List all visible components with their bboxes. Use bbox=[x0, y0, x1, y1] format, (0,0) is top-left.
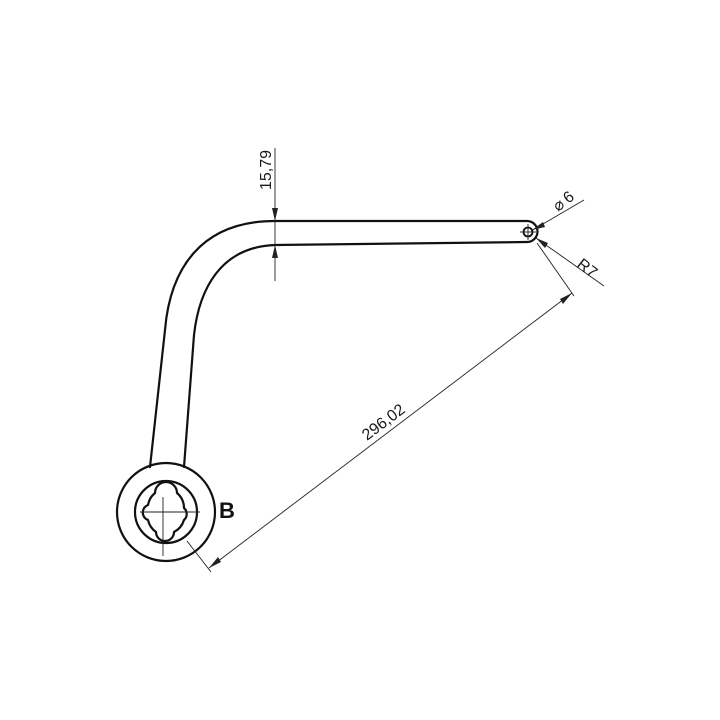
tip-radius-value: R7 bbox=[574, 256, 601, 282]
hole-diameter-dimension: ⌀ 6 bbox=[530, 188, 585, 232]
tip-radius-dimension: R7 bbox=[535, 237, 605, 287]
thickness-arrow-top bbox=[272, 208, 278, 221]
tip-radius-leader bbox=[535, 237, 605, 287]
tip-radius-arrow bbox=[536, 238, 548, 248]
hole-diameter-arrow bbox=[532, 222, 545, 230]
thickness-arrow-bottom bbox=[272, 245, 278, 258]
ring-outer-circle bbox=[115, 461, 217, 563]
detail-label-b: B bbox=[219, 498, 235, 523]
lever-rounded-tip bbox=[525, 219, 539, 244]
thickness-dimension: 15,79 bbox=[258, 148, 278, 281]
length-arrow-ring bbox=[209, 557, 221, 568]
lever-part bbox=[148, 219, 539, 469]
ring-keyed-bore bbox=[141, 480, 188, 543]
lever-outer-edge bbox=[148, 219, 529, 469]
lever-inner-edge bbox=[182, 240, 529, 469]
length-arrow-tip bbox=[560, 293, 572, 304]
length-dimension-line bbox=[208, 292, 573, 569]
thickness-value: 15,79 bbox=[258, 150, 275, 190]
length-extension-line-tip bbox=[536, 242, 575, 297]
length-extension-line-ring bbox=[186, 540, 212, 573]
overall-length-dimension: 296,02 bbox=[186, 242, 575, 573]
ring-end: B bbox=[115, 461, 235, 563]
